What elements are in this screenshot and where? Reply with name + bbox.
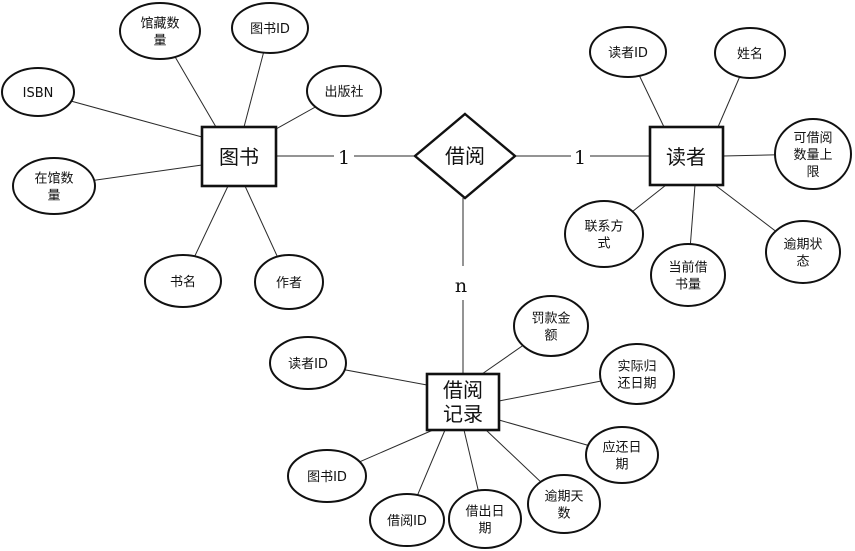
entity-record-label-2: 记录 bbox=[443, 402, 483, 426]
attribute-book-isbn: ISBN bbox=[1, 67, 75, 117]
attribute-label: 借出日 bbox=[465, 505, 504, 520]
attribute-label: 量 bbox=[153, 34, 166, 49]
attribute-ellipse bbox=[287, 449, 367, 503]
attribute-label: 姓名 bbox=[737, 46, 763, 62]
attribute-label: 数 bbox=[557, 507, 570, 522]
relationship-label: 借阅 bbox=[445, 144, 485, 168]
attribute-label: 图书ID bbox=[250, 22, 290, 37]
entity-book-label: 图书 bbox=[219, 145, 259, 169]
attribute-label: ISBN bbox=[23, 86, 54, 101]
relationship-borrow: 借阅 bbox=[413, 112, 517, 200]
attribute-label: 馆藏数 bbox=[140, 17, 179, 32]
attribute-ellipse bbox=[306, 65, 382, 117]
attribute-label: 还日期 bbox=[617, 377, 656, 392]
attribute-label: 应还日 bbox=[602, 440, 641, 456]
attribute-ellipse bbox=[254, 254, 324, 310]
attribute-book-book-id: 图书ID bbox=[231, 2, 309, 54]
attribute-label: 在馆数 bbox=[34, 172, 73, 187]
attribute-ellipse bbox=[119, 2, 201, 60]
entity-borrow-record: 借阅 记录 bbox=[425, 372, 501, 432]
attribute-label: 态 bbox=[796, 255, 809, 270]
attribute-label: 作者 bbox=[276, 276, 302, 291]
attribute-ellipse bbox=[585, 426, 659, 484]
cardinality-record: n bbox=[455, 275, 467, 297]
attribute-record-reader-id: 读者ID bbox=[269, 336, 347, 390]
attribute-label: 实际归 bbox=[617, 360, 656, 375]
attribute-label: 书名 bbox=[170, 274, 196, 290]
attribute-label: 读者ID bbox=[288, 357, 328, 372]
attribute-book-publisher: 出版社 bbox=[306, 65, 382, 117]
attribute-label: 数量上 bbox=[793, 148, 832, 163]
attribute-ellipse bbox=[564, 200, 644, 268]
attribute-ellipse bbox=[774, 118, 852, 190]
attribute-label: 读者ID bbox=[608, 46, 648, 61]
attribute-reader-reader-id: 读者ID bbox=[589, 26, 667, 78]
attribute-label: 额 bbox=[544, 329, 557, 344]
attribute-label: 可借阅 bbox=[793, 131, 832, 146]
attribute-label: 逾期天 bbox=[544, 490, 583, 505]
attribute-ellipse bbox=[513, 295, 589, 357]
attribute-ellipse bbox=[765, 220, 841, 284]
attribute-record-borrow-id: 借阅ID bbox=[369, 493, 445, 547]
attribute-record-book-id: 图书ID bbox=[287, 449, 367, 503]
entity-reader: 读者 bbox=[648, 125, 725, 187]
attribute-label: 当前借 bbox=[668, 260, 707, 276]
attribute-label: 出版社 bbox=[324, 84, 363, 100]
cardinality-book: 1 bbox=[338, 147, 350, 169]
attribute-label: 联系方 bbox=[584, 219, 623, 235]
attribute-ellipse bbox=[599, 343, 675, 405]
attribute-label: 期 bbox=[478, 522, 491, 537]
attribute-ellipse bbox=[231, 2, 309, 54]
attribute-label: 图书ID bbox=[307, 470, 347, 485]
attribute-ellipse bbox=[448, 489, 522, 549]
entity-record-label-1: 借阅 bbox=[443, 378, 483, 402]
attribute-label: 罚款金 bbox=[531, 311, 570, 327]
attribute-book-author: 作者 bbox=[254, 254, 324, 310]
attribute-label: 借阅ID bbox=[387, 514, 427, 529]
attribute-ellipse bbox=[144, 254, 222, 308]
attribute-ellipse bbox=[527, 474, 601, 534]
attribute-reader-name: 姓名 bbox=[714, 27, 786, 79]
entity-reader-label: 读者 bbox=[666, 145, 706, 169]
attribute-book-title: 书名 bbox=[144, 254, 222, 308]
attribute-ellipse bbox=[650, 243, 726, 307]
attribute-label: 式 bbox=[597, 237, 610, 252]
attribute-label: 量 bbox=[47, 189, 60, 204]
attribute-ellipse bbox=[12, 157, 96, 215]
attribute-ellipse bbox=[714, 27, 786, 79]
attribute-label: 书量 bbox=[675, 278, 701, 293]
attribute-ellipse bbox=[1, 67, 75, 117]
attribute-label: 限 bbox=[806, 165, 819, 180]
attribute-ellipse bbox=[589, 26, 667, 78]
attribute-ellipse bbox=[269, 336, 347, 390]
cardinality-reader: 1 bbox=[574, 147, 586, 169]
attribute-label: 期 bbox=[615, 458, 628, 473]
entity-book: 图书 bbox=[200, 125, 278, 188]
attribute-ellipse bbox=[369, 493, 445, 547]
attribute-label: 逾期状 bbox=[783, 238, 822, 253]
